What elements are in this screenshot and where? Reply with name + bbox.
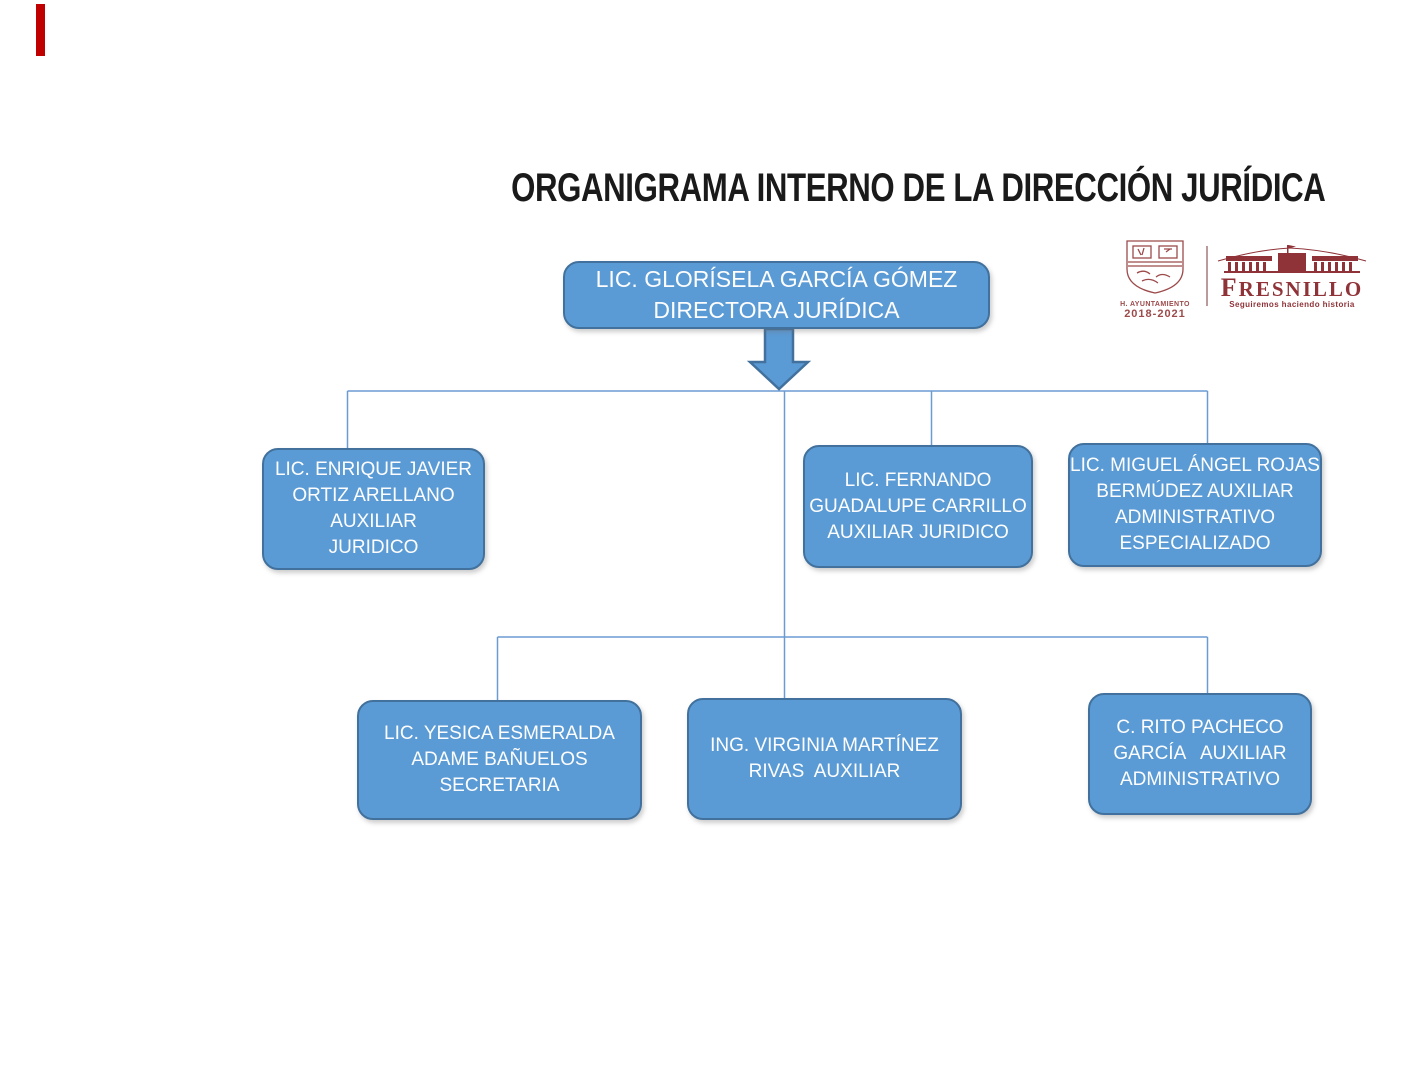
node-line: C. RITO PACHECO: [1116, 717, 1284, 738]
fresnillo-tagline: Seguiremos haciendo historia: [1229, 300, 1355, 309]
org-node-directora: LIC. GLORÍSELA GARCÍA GÓMEZ DIRECTORA JU…: [563, 261, 990, 329]
node-line: GUADALUPE CARRILLO: [809, 495, 1027, 517]
fresnillo-building-icon: [1217, 245, 1367, 273]
node-line: RIVAS AUXILIAR: [748, 761, 901, 782]
node-line: ESPECIALIZADO: [1119, 533, 1271, 554]
node-line: GARCÍA AUXILIAR: [1113, 743, 1287, 764]
ayuntamiento-label: H. AYUNTAMIENTO: [1120, 301, 1190, 308]
page-title: ORGANIGRAMA INTERNO DE LA DIRECCIÓN JURÍ…: [511, 166, 1326, 210]
node-line: LIC. MIGUEL ÁNGEL ROJAS: [1070, 455, 1320, 476]
node-line: ADMINISTRATIVO: [1114, 507, 1276, 528]
node-line: LIC. ENRIQUE JAVIER: [274, 459, 473, 480]
logo-separator: [1206, 246, 1208, 306]
org-node-secretaria: LIC. YESICA ESMERALDA ADAME BAÑUELOS SEC…: [357, 700, 642, 820]
node-line: ORTIZ ARELLANO: [292, 485, 455, 506]
org-node-auxiliar-juridico-1: LIC. ENRIQUE JAVIER ORTIZ ARELLANO AUXIL…: [262, 448, 485, 570]
ayuntamiento-crest-icon: [1126, 240, 1184, 294]
org-node-auxiliar-administrativo-especializado: LIC. MIGUEL ÁNGEL ROJAS BERMÚDEZ AUXILIA…: [1068, 443, 1322, 567]
ayuntamiento-years: 2018-2021: [1124, 308, 1186, 320]
fresnillo-logo: FRESNILLO Seguiremos haciendo historia: [1216, 244, 1368, 309]
node-line: LIC. YESICA ESMERALDA: [384, 723, 615, 744]
down-arrow-icon: [746, 327, 812, 391]
node-line: JURIDICO: [328, 537, 419, 558]
org-node-auxiliar-juridico-2: LIC. FERNANDO GUADALUPE CARRILLO AUXILIA…: [803, 445, 1033, 568]
red-page-mark: [36, 4, 45, 56]
org-node-auxiliar: ING. VIRGINIA MARTÍNEZ RIVAS AUXILIAR: [687, 698, 962, 820]
node-line: SECRETARIA: [439, 775, 560, 796]
node-line: AUXILIAR: [330, 511, 417, 532]
node-line: DIRECTORA JURÍDICA: [653, 297, 900, 323]
node-line: AUXILIAR JURIDICO: [827, 521, 1009, 543]
node-line: ADAME BAÑUELOS: [411, 749, 588, 770]
node-line: BERMÚDEZ AUXILIAR: [1096, 481, 1294, 502]
node-line: ADMINISTRATIVO: [1119, 769, 1281, 790]
node-line: LIC. FERNANDO: [844, 469, 992, 491]
node-line: LIC. GLORÍSELA GARCÍA GÓMEZ: [595, 266, 958, 292]
node-line: ING. VIRGINIA MARTÍNEZ: [710, 735, 939, 756]
fresnillo-wordmark: FRESNILLO: [1220, 273, 1364, 302]
ayuntamiento-logo: H. AYUNTAMIENTO 2018-2021: [1110, 239, 1200, 320]
org-node-auxiliar-administrativo: C. RITO PACHECO GARCÍA AUXILIAR ADMINIST…: [1088, 693, 1312, 815]
